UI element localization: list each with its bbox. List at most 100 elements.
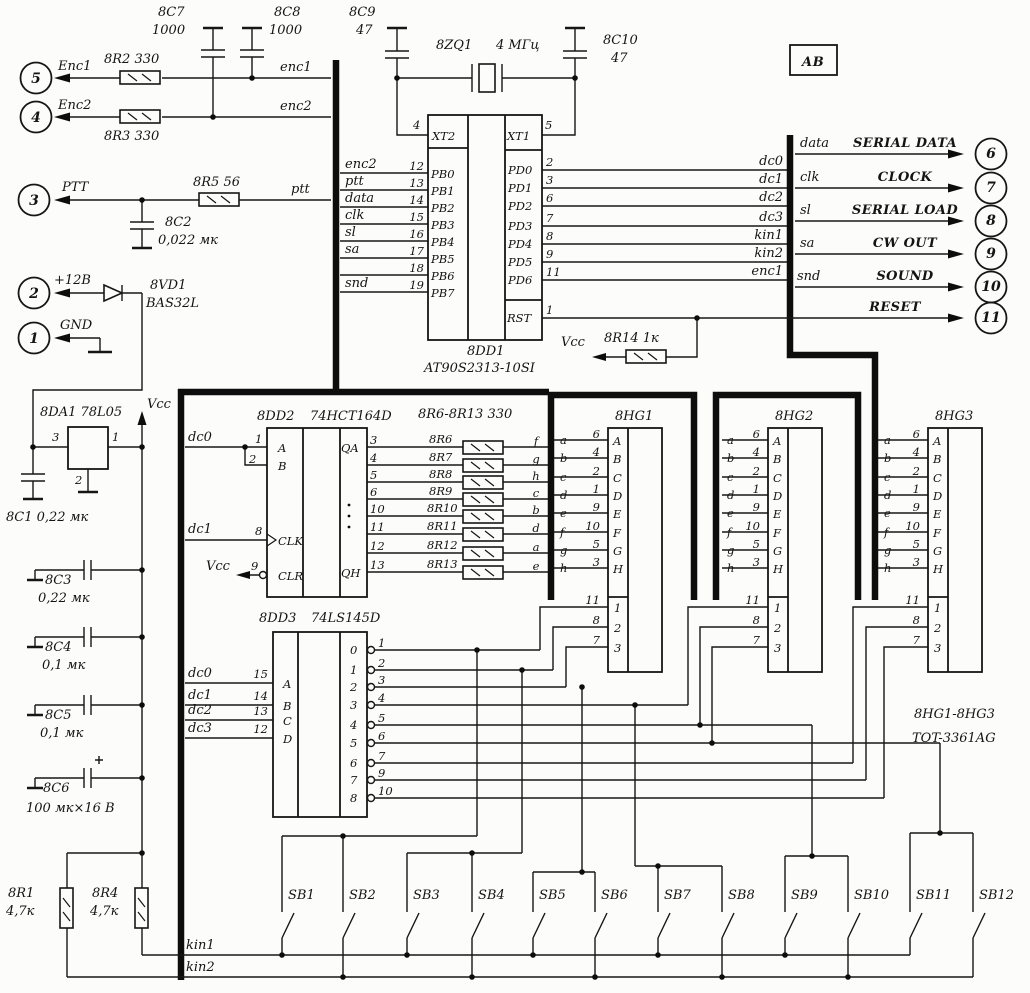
cap-8c6-val: 100 мк×16 В — [26, 801, 115, 816]
hg3-title: 8HG3 — [935, 409, 973, 424]
seg-d: d — [532, 521, 539, 535]
mcu-pb7: PB7 — [430, 286, 455, 300]
hg1-d3: 3 — [614, 641, 621, 655]
display-8hg2-box — [767, 427, 823, 673]
hg1-p9: 9 — [593, 500, 600, 514]
hg1-h: h — [560, 561, 567, 575]
hg3-p8: 8 — [913, 613, 920, 627]
mcu-net-kin2: kin2 — [754, 246, 783, 261]
conn-4-number: 4 — [31, 110, 41, 126]
sr-pin-12: 12 — [370, 539, 385, 553]
label-vcc-r14: Vcc — [561, 335, 586, 350]
hg1-d2: 2 — [613, 621, 621, 635]
mcu-net-data: data — [345, 191, 374, 206]
connector-11 — [974, 301, 1008, 335]
hg2-p2: 2 — [752, 464, 760, 478]
hg2-d1: 1 — [774, 601, 781, 615]
dec-out-5: 5 — [350, 736, 357, 750]
cap-8c8-val: 1000 — [269, 23, 302, 38]
hg3-G: G — [933, 544, 942, 558]
hg2-e: e — [727, 506, 734, 520]
dec-out-4: 4 — [349, 718, 357, 732]
hg2-C: C — [773, 471, 782, 485]
hg3-H: H — [932, 562, 944, 576]
hg-part: TOT-3361AG — [912, 731, 996, 746]
mcu-pin9: 9 — [546, 247, 553, 261]
hg3-d2: 2 — [933, 621, 941, 635]
mcu-pin14: 14 — [409, 193, 424, 207]
res-8r9: 8R9 — [429, 484, 452, 498]
resistor-8r4 — [134, 887, 149, 929]
hg3-p2: 2 — [912, 464, 920, 478]
hg1-d: d — [560, 488, 567, 502]
hg2-p7: 7 — [753, 633, 761, 647]
dec-pin12: 12 — [253, 722, 268, 736]
mcu-pin12: 12 — [409, 159, 424, 173]
label-reset: RESET — [868, 300, 922, 315]
sr-pin2: 2 — [248, 452, 256, 466]
res-8r1-ref: 8R1 — [8, 886, 34, 901]
cap-8c8-ref: 8C8 — [274, 5, 301, 20]
resistor-8r12 — [462, 546, 504, 561]
sr-in-clk: CLK — [278, 534, 304, 548]
mcu-pd1: PD1 — [507, 181, 532, 195]
cap-8c5-val: 0,1 мк — [40, 726, 84, 741]
hg3-p11: 11 — [905, 593, 920, 607]
hg1-D: D — [612, 489, 622, 503]
dec-pin-2: 2 — [377, 656, 385, 670]
hg3-E: E — [932, 507, 942, 521]
hg1-b: b — [560, 451, 567, 465]
mcu-net-clk: clk — [345, 208, 364, 223]
sig-ptt: PTT — [61, 180, 90, 195]
hg2-H: H — [772, 562, 784, 576]
sheet-code-box — [789, 44, 838, 76]
hg3-p4: 4 — [912, 445, 920, 459]
junction-dots — [30, 75, 943, 980]
res-8r3: 8R3 330 — [104, 129, 159, 144]
conn-3-number: 3 — [29, 193, 39, 209]
label-serial-load: SERIAL LOAD — [852, 203, 958, 218]
mcu-part: AT90S2313-10SI — [423, 361, 536, 376]
shift-register-8dd2-box — [266, 427, 368, 598]
dec-out-3: 3 — [350, 698, 357, 712]
btn-sb1: SB1 — [288, 888, 315, 903]
mcu-pb3: PB3 — [430, 218, 455, 232]
dec-pin-6: 6 — [378, 729, 385, 743]
seg-e: e — [533, 559, 540, 573]
net-kin1-rail: kin1 — [186, 938, 215, 953]
mcu-pin2: 2 — [545, 155, 553, 169]
cap-8c7-ref: 8C7 — [158, 5, 185, 20]
reg-ref: 8DA1 78L05 — [40, 405, 122, 420]
hg1-F: F — [612, 526, 622, 540]
resistor-8r7 — [462, 458, 504, 473]
hg-range: 8HG1-8HG3 — [914, 707, 995, 722]
btn-sb10: SB10 — [854, 888, 889, 903]
hg3-h: h — [884, 561, 891, 575]
seg-g: g — [532, 452, 539, 466]
sr-pin-6: 6 — [370, 485, 377, 499]
conn-11-number: 11 — [981, 310, 1000, 326]
hg2-p4: 4 — [752, 445, 760, 459]
wires — [21, 28, 974, 978]
res-network: 8R6-8R13 330 — [418, 407, 512, 422]
hg3-p10: 10 — [905, 519, 920, 533]
conn-9-number: 9 — [986, 246, 996, 262]
hg3-p9: 9 — [913, 500, 920, 514]
connector-8 — [974, 204, 1008, 238]
dec-net-dc3: dc3 — [188, 721, 212, 736]
connector-5 — [19, 61, 53, 95]
hg2-E: E — [772, 507, 782, 521]
mcu-pin16: 16 — [409, 227, 424, 241]
sr-part: 74HCT164D — [310, 409, 392, 424]
xtal-ref: 8ZQ1 — [436, 38, 472, 53]
hg2-p11: 11 — [745, 593, 760, 607]
mcu-pin18: 18 — [409, 261, 424, 275]
hg2-p10: 10 — [745, 519, 760, 533]
reg-pin3: 3 — [52, 430, 59, 444]
res-8r4-ref: 8R4 — [92, 886, 118, 901]
btn-sb9: SB9 — [791, 888, 818, 903]
hg3-p5: 5 — [913, 537, 920, 551]
mcu-pd6: PD6 — [507, 273, 532, 287]
conn-1-number: 1 — [29, 331, 39, 347]
dec-out-8: 8 — [350, 791, 357, 805]
